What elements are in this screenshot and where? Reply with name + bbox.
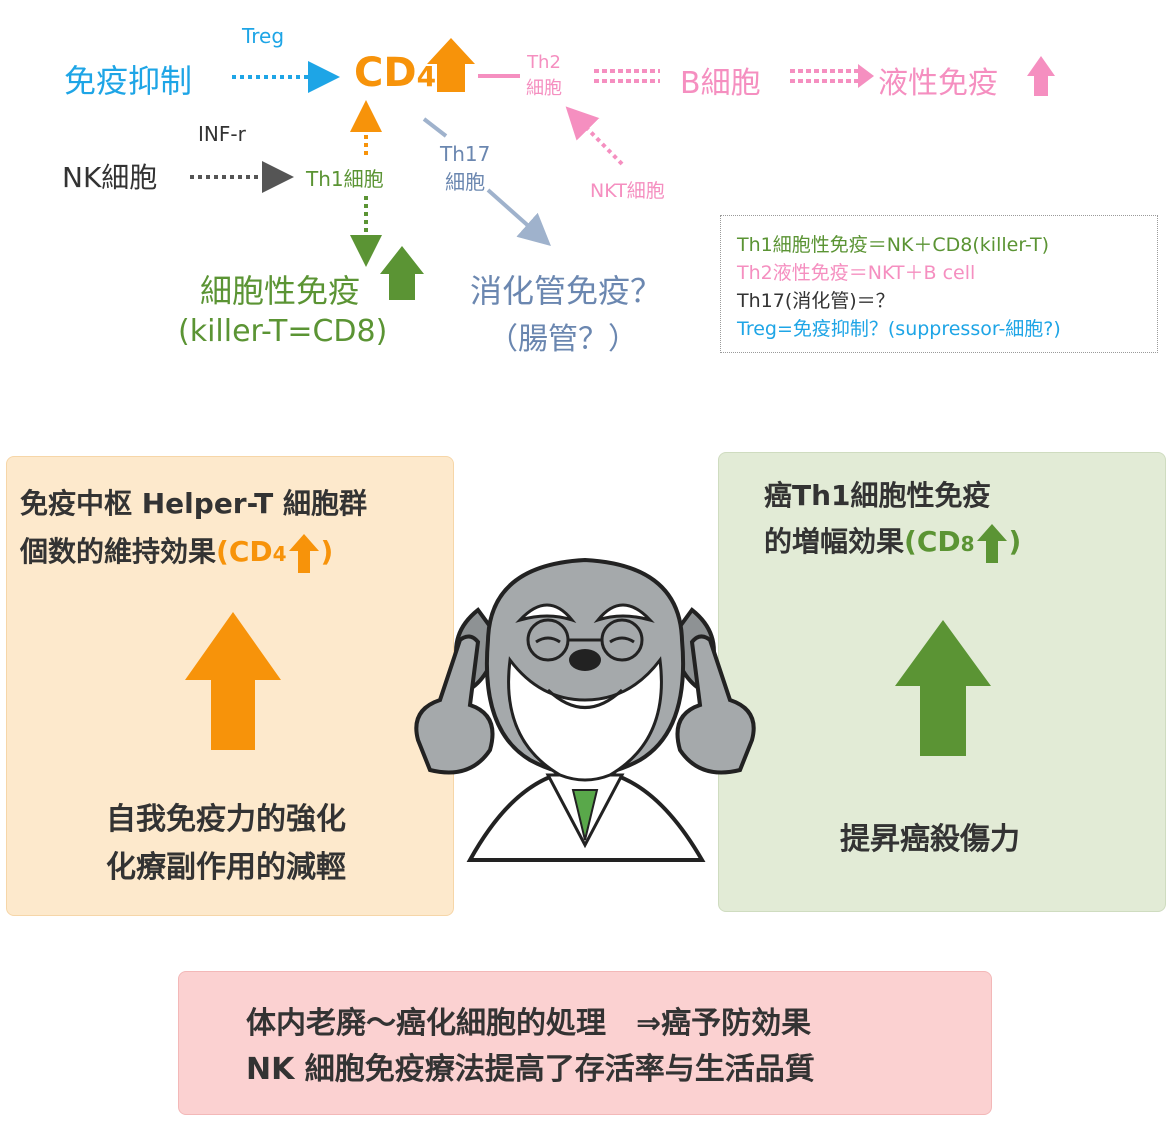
th1-cell-label: Th1細胞 — [306, 167, 384, 191]
legend-box: Th1細胞性免疫＝NK＋CD8(killer-T) Th2液性免疫＝NKT＋B … — [720, 215, 1158, 353]
cd4-sub-text: 4 — [416, 60, 437, 93]
th2-line2: 細胞 — [526, 78, 562, 99]
right-title-line1: 癌Th1細胞性免疫 — [764, 479, 991, 512]
left-cd4-up-arrow-icon — [288, 534, 319, 573]
cd4-up-arrow-icon — [427, 38, 475, 92]
bottom-line1: 体内老廃～癌化細胞的処理 ⇒癌予防効果 — [246, 1006, 812, 1041]
th17-label: Th17 細胞 — [440, 140, 490, 196]
right-cd8-open: (CD — [904, 525, 961, 558]
right-bottom-line1: 提昇癌殺傷力 — [840, 822, 1020, 857]
bcell-humoral-arrowhead — [858, 64, 874, 88]
cellular-up-arrow-icon — [380, 246, 424, 300]
right-title-prefix: 的増幅効果 — [764, 525, 905, 558]
right-title-line2: 的増幅効果(CD8) — [764, 520, 1021, 563]
right-big-up-arrow-icon — [895, 620, 991, 756]
cd4-main-text: CD — [354, 50, 417, 96]
legend-th1: Th1細胞性免疫＝NK＋CD8(killer-T) — [737, 234, 1050, 256]
left-title-line2: 個数的維持効果(CD4) — [20, 530, 333, 573]
killer-t-label: (killer-T=CD8) — [178, 314, 388, 349]
left-title-prefix: 個数的維持効果 — [20, 535, 217, 568]
b-cell-label: B細胞 — [680, 66, 761, 101]
left-cd4-open: (CD — [216, 535, 273, 568]
nk-therapy-summary-panel — [178, 971, 992, 1115]
legend-th2: Th2液性免疫＝NKT＋B cell — [737, 262, 976, 284]
th17-line2: 細胞 — [445, 170, 486, 194]
left-title-line1: 免疫中枢 Helper-T 細胞群 — [20, 487, 367, 520]
cellular-immunity-label: 細胞性免疫 — [200, 272, 361, 310]
nkt-th2-arrow — [565, 106, 624, 166]
cd4-label: CD4 — [354, 50, 436, 96]
inf-r-label: INF-r — [198, 122, 246, 146]
legend-treg: Treg=免疫抑制？(suppressor-細胞?) — [737, 318, 1061, 340]
legend-th17: Th17(消化管)＝？ — [737, 290, 895, 312]
th17-digestive-arrow — [486, 188, 551, 246]
left-bottom-line1: 自我免疫力的強化 — [106, 802, 346, 837]
bottom-line2: NK 細胞免疫療法提高了存活率与生活品質 — [246, 1052, 815, 1087]
left-big-up-arrow-icon — [185, 612, 281, 750]
right-cd8-close: ) — [1008, 525, 1022, 558]
nkt-cell-label: NKT細胞 — [590, 180, 665, 202]
left-cd4-close: ) — [320, 535, 334, 568]
treg-label: Treg — [242, 24, 285, 48]
digestive-immunity-label: 消化管免疫？ — [470, 272, 663, 310]
th2-line1: Th2 — [527, 52, 561, 73]
cd4-th17-line — [422, 117, 448, 138]
th2-label: Th2 細胞 — [526, 50, 562, 102]
intestine-label: （腸管？） — [488, 322, 638, 357]
right-cd8-sub: 8 — [960, 532, 975, 556]
right-cd8-up-arrow-icon — [976, 524, 1007, 563]
left-cd4-sub: 4 — [272, 542, 287, 566]
left-bottom-line2: 化療副作用的減輕 — [106, 850, 346, 885]
dog-doctor-mascot-icon — [414, 557, 756, 862]
nk-cell-label: NK細胞 — [62, 161, 158, 194]
humoral-up-arrow-icon — [1027, 56, 1055, 96]
th17-line1: Th17 — [440, 142, 491, 166]
humoral-immunity-label: 液性免疫 — [878, 66, 998, 101]
immune-suppression-label: 免疫抑制 — [64, 62, 193, 100]
